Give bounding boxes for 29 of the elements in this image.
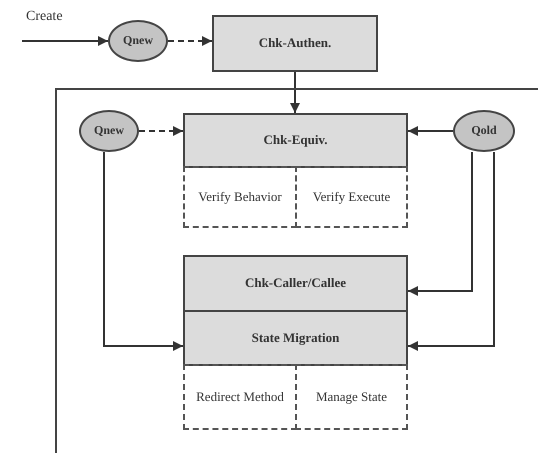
node-label: Qnew <box>94 124 124 138</box>
node-label: State Migration <box>252 330 340 346</box>
node-label: Chk-Equiv. <box>264 133 328 148</box>
process-box <box>212 15 378 72</box>
process-box <box>183 255 408 312</box>
node-label: Verify Execute <box>312 190 390 204</box>
subtask-box <box>295 364 408 430</box>
edge-label: Create <box>26 9 63 25</box>
arrow <box>168 36 212 46</box>
subtask-box <box>183 166 297 228</box>
process-box <box>183 310 408 366</box>
subtask-box <box>183 364 297 430</box>
node-label: Qnew <box>123 34 153 48</box>
arrow <box>408 126 453 136</box>
node-label: Qold <box>471 124 497 138</box>
process-box <box>183 113 408 168</box>
arrow <box>408 152 473 296</box>
arrow <box>139 126 183 136</box>
arrow <box>290 72 300 113</box>
node-label: Verify Behavior <box>198 190 282 204</box>
arrow <box>103 152 183 351</box>
arrow <box>22 36 108 46</box>
node-label: Chk-Authen. <box>258 36 332 51</box>
node-label: Chk-Caller/Callee <box>244 276 346 291</box>
node-label: Redirect Method <box>196 390 284 404</box>
subtask-box <box>295 166 408 228</box>
frame-box <box>55 88 538 453</box>
node-label: Manage State <box>316 390 388 404</box>
arrow <box>408 152 495 351</box>
